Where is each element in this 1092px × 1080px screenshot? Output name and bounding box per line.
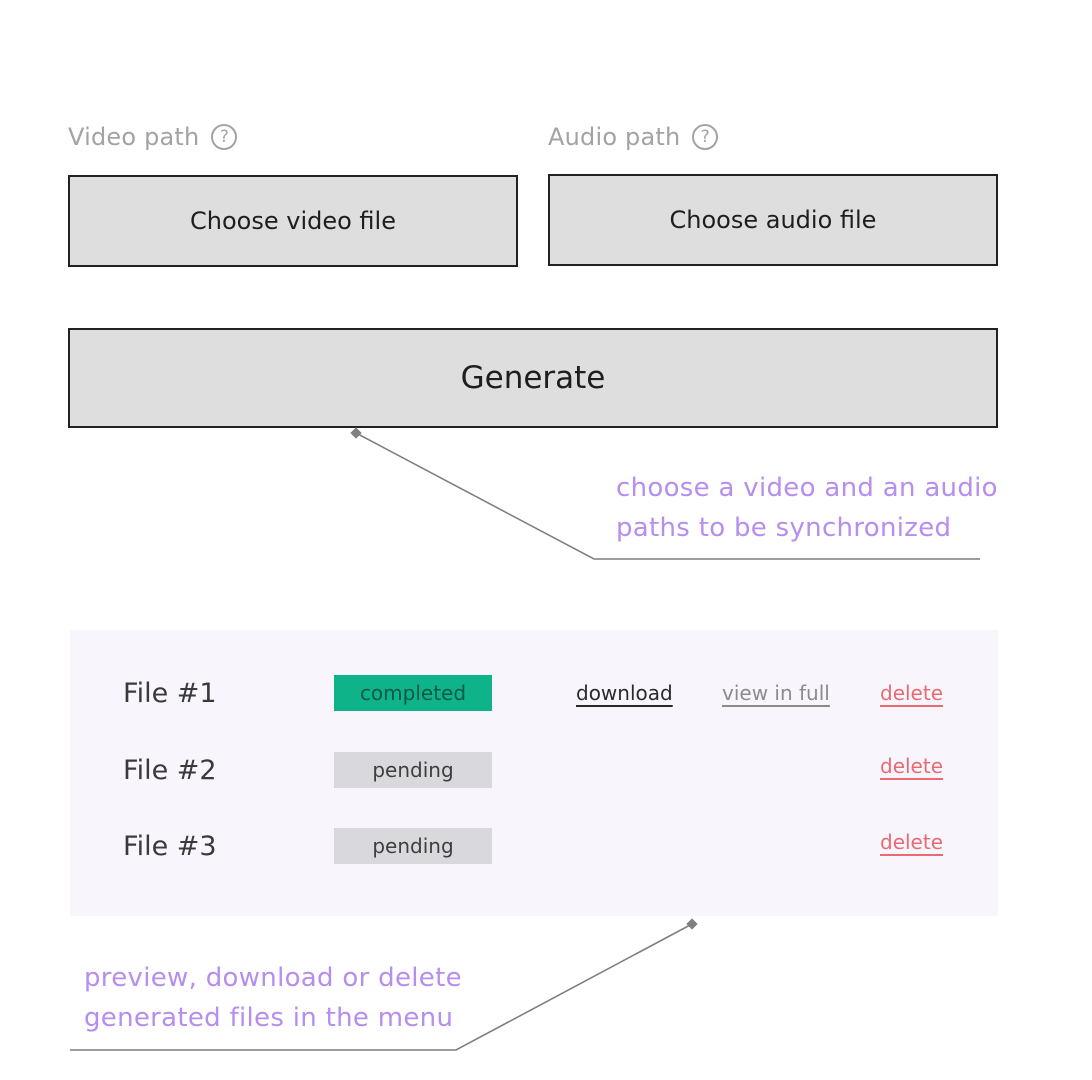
files-menu-annotation: preview, download or delete generated fi… bbox=[84, 958, 462, 1038]
file-row: File #3 pending delete bbox=[70, 826, 998, 866]
bottom-annotation-leader bbox=[70, 918, 698, 1051]
file-name: File #3 bbox=[123, 830, 217, 862]
view-in-full-link[interactable]: view in full bbox=[722, 681, 830, 705]
files-menu-annotation-line2: generated files in the menu bbox=[84, 1003, 454, 1033]
delete-link[interactable]: delete bbox=[880, 830, 944, 854]
file-row: File #1 completed download view in full … bbox=[70, 673, 998, 713]
generate-annotation-line2: paths to be synchronized bbox=[616, 513, 952, 543]
status-badge: completed bbox=[334, 675, 492, 711]
choose-video-button[interactable]: Choose video file bbox=[68, 175, 518, 267]
video-help-icon[interactable]: ? bbox=[211, 124, 238, 150]
generate-button[interactable]: Generate bbox=[68, 328, 998, 428]
generate-annotation-line1: choose a video and an audio bbox=[616, 473, 998, 503]
file-row: File #2 pending delete bbox=[70, 750, 998, 790]
files-menu-annotation-line1: preview, download or delete bbox=[84, 963, 462, 993]
file-name: File #2 bbox=[123, 754, 217, 786]
audio-path-label: Audio path ? bbox=[548, 120, 719, 154]
audio-help-icon[interactable]: ? bbox=[692, 124, 719, 150]
generate-annotation: choose a video and an audio paths to be … bbox=[616, 468, 998, 548]
video-path-label: Video path ? bbox=[68, 120, 238, 154]
choose-audio-button-label: Choose audio file bbox=[669, 206, 877, 234]
delete-link[interactable]: delete bbox=[880, 681, 944, 705]
choose-video-button-label: Choose video file bbox=[190, 207, 396, 235]
download-link[interactable]: download bbox=[576, 681, 673, 705]
status-badge: pending bbox=[334, 828, 492, 864]
generated-files-panel: File #1 completed download view in full … bbox=[70, 630, 998, 916]
file-name: File #1 bbox=[123, 677, 217, 709]
audio-path-label-text: Audio path bbox=[548, 123, 681, 151]
video-path-label-text: Video path bbox=[68, 123, 200, 151]
delete-link[interactable]: delete bbox=[880, 754, 944, 778]
choose-audio-button[interactable]: Choose audio file bbox=[548, 174, 998, 266]
status-badge: pending bbox=[334, 752, 492, 788]
top-annotation-leader bbox=[350, 427, 980, 560]
generate-button-label: Generate bbox=[460, 360, 606, 396]
